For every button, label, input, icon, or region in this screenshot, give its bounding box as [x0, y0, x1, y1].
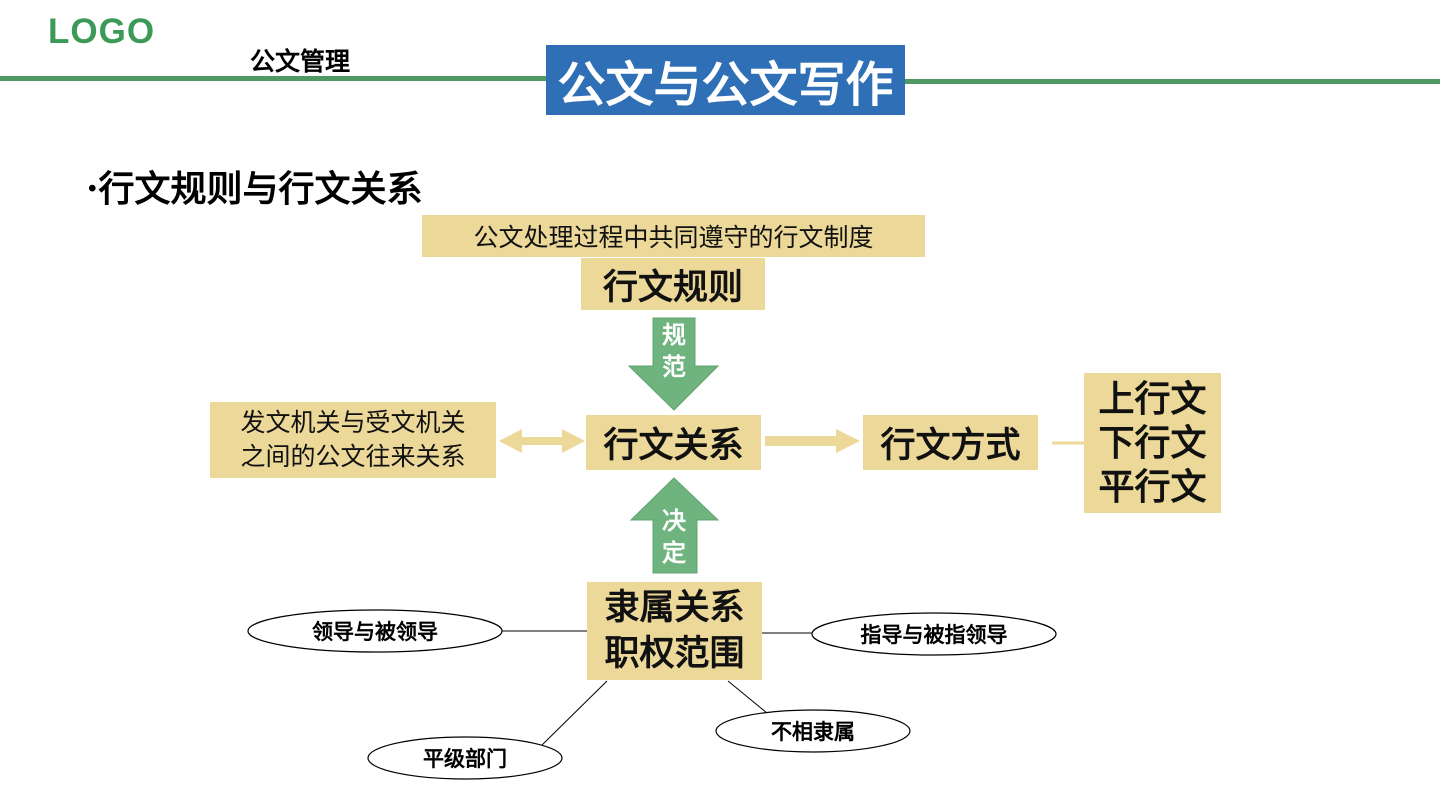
regulate-char-1: 规: [662, 320, 686, 349]
header-rule-right: [905, 79, 1440, 84]
ellipse-peer: [367, 736, 563, 780]
regulate-arrow-label: 规 范: [654, 319, 694, 383]
basis-line-1: 隶属关系: [604, 587, 745, 628]
connector-unaffiliated: [727, 680, 768, 714]
double-arrow: [499, 429, 585, 453]
relation-box: 行文关系: [586, 415, 761, 470]
slide-subheading: ·行文规则与行文关系: [86, 168, 423, 210]
page-title: 公文与公文写作: [546, 45, 905, 115]
section-label: 公文管理: [250, 47, 351, 76]
regulate-char-2: 范: [662, 352, 686, 381]
ellipse-leadership: [247, 609, 503, 653]
decide-arrow-label: 决 定: [654, 505, 694, 569]
relation-definition-box: 发文机关与受文机关 之间的公文往来关系: [210, 402, 496, 478]
regulate-arrow: [627, 317, 720, 411]
decide-char-1: 决: [662, 506, 686, 535]
ellipse-unaffiliated: [715, 709, 911, 753]
right-arrow: [765, 429, 860, 453]
label-guidance: 指导与被指领导: [860, 622, 1008, 647]
decide-char-2: 定: [662, 538, 686, 567]
connector-peer: [540, 680, 608, 747]
label-unaffiliated: 不相隶属: [771, 719, 855, 744]
basis-box: 隶属关系 职权范围: [587, 582, 762, 680]
rule-definition-box: 公文处理过程中共同遵守的行文制度: [422, 215, 925, 257]
relation-definition-line-2: 之间的公文往来关系: [240, 442, 466, 471]
basis-line-2: 职权范围: [604, 633, 745, 674]
method-box: 行文方式: [863, 415, 1038, 470]
header-rule-left: [0, 76, 548, 81]
decide-arrow: [629, 477, 720, 574]
kind-parallel: 平行文: [1098, 466, 1207, 508]
label-leadership: 领导与被领导: [312, 619, 438, 644]
method-kinds-box: 上行文 下行文 平行文: [1084, 373, 1221, 513]
label-peer: 平级部门: [423, 746, 507, 771]
kind-upward: 上行文: [1098, 378, 1207, 420]
rule-box: 行文规则: [581, 258, 765, 310]
relation-definition-line-1: 发文机关与受文机关: [240, 408, 466, 437]
logo: LOGO: [48, 12, 156, 51]
ellipse-guidance: [811, 612, 1057, 656]
kind-downward: 下行文: [1098, 422, 1207, 464]
